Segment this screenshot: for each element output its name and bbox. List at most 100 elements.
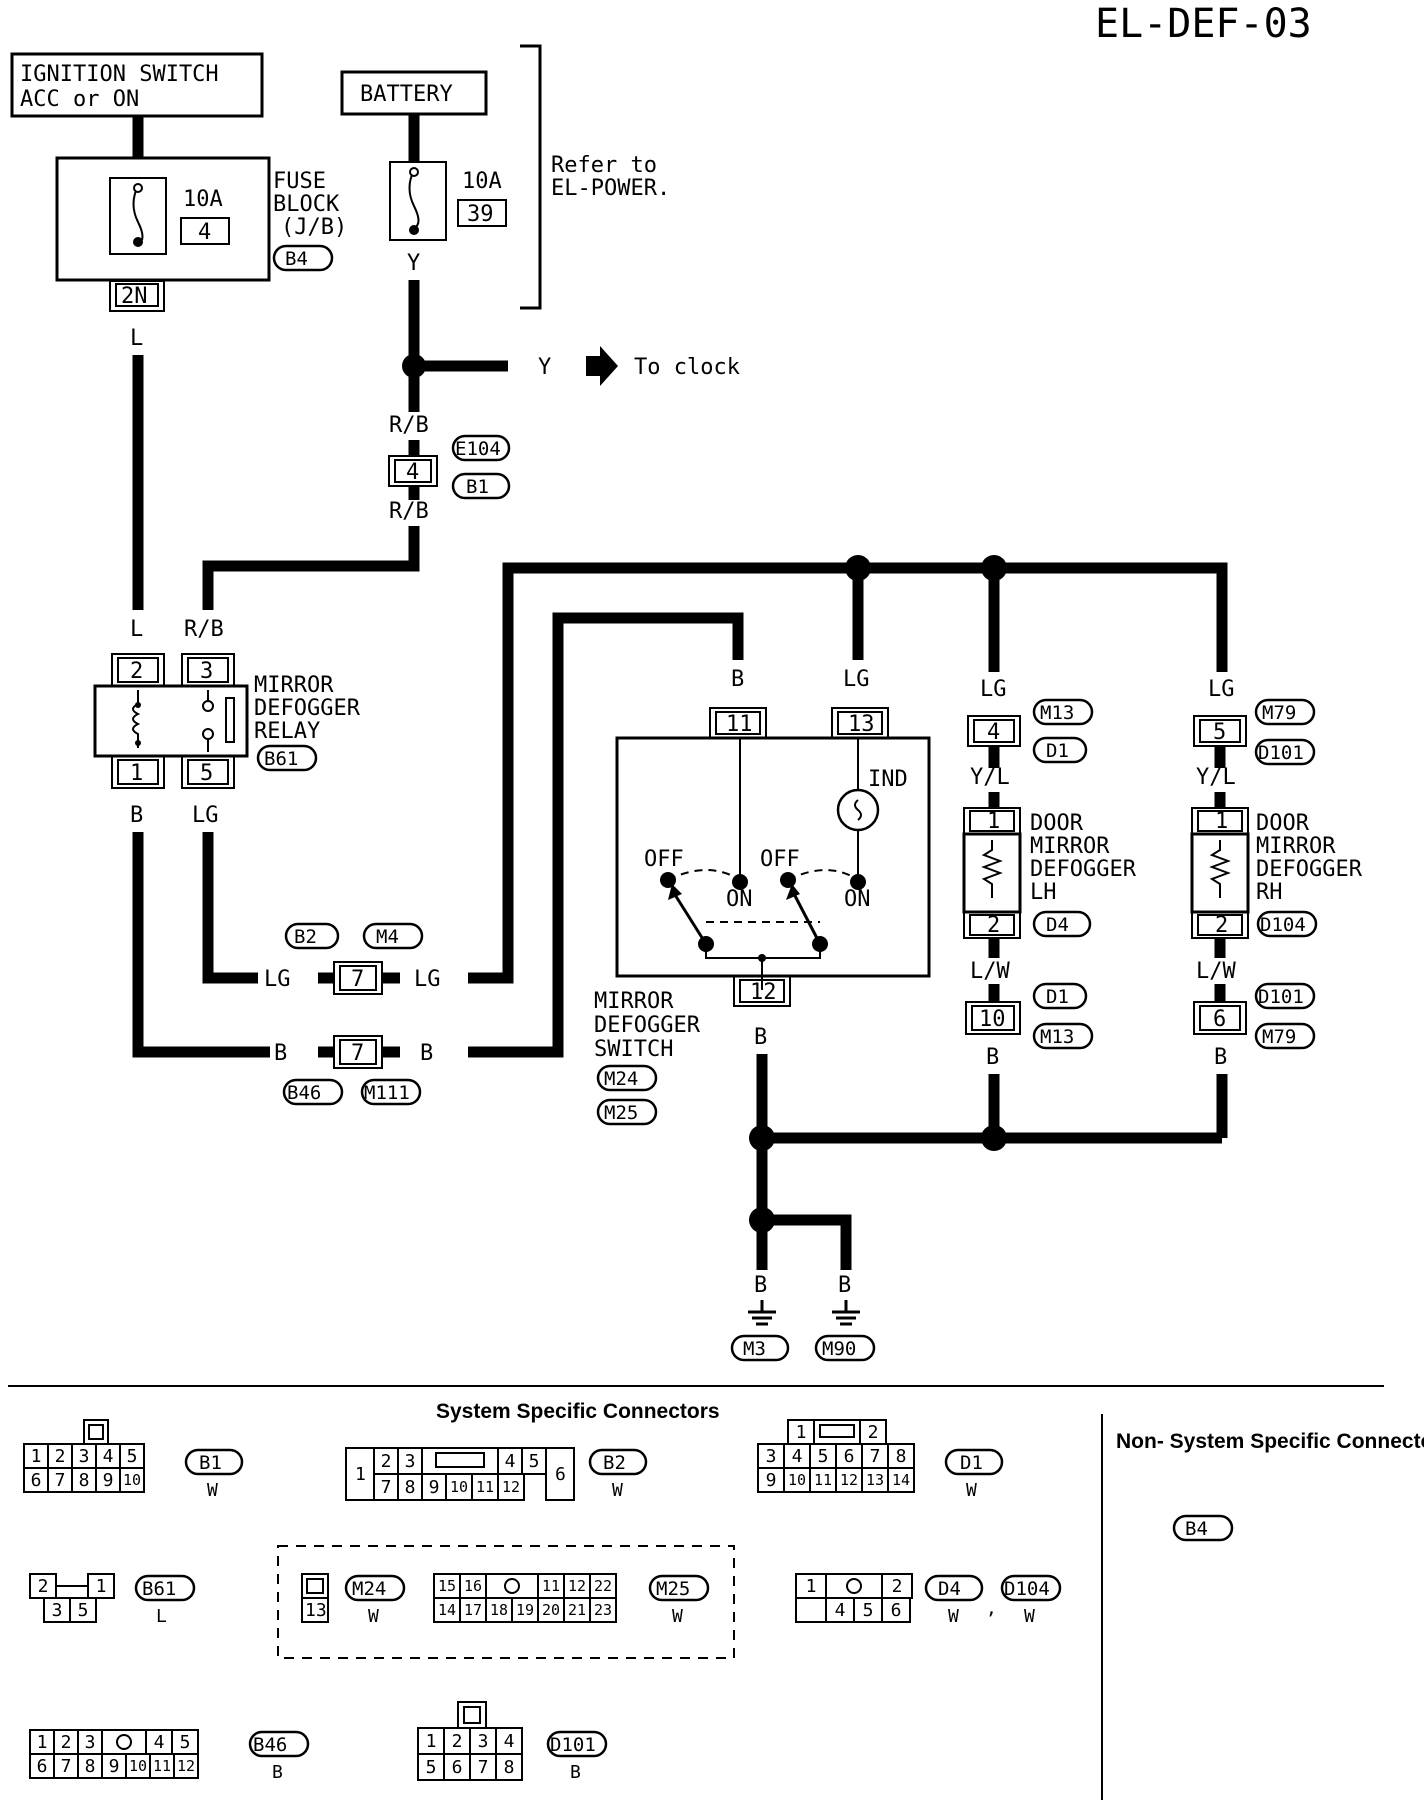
conn-ref-m24: M24 bbox=[596, 1064, 658, 1092]
connector-pin-label: 8 bbox=[504, 1757, 515, 1778]
switch-wire-b: B bbox=[731, 667, 744, 692]
connector-pin bbox=[397, 1473, 423, 1501]
connector-pin bbox=[23, 1467, 49, 1493]
svg-text:W: W bbox=[368, 1606, 379, 1627]
connector-pin-label: 8 bbox=[405, 1477, 416, 1498]
fuse-block-label-3: (J/B) bbox=[281, 215, 347, 240]
connector-pin bbox=[511, 1597, 539, 1623]
fuse-block-label-2: BLOCK bbox=[273, 192, 340, 217]
svg-text:D101: D101 bbox=[1258, 742, 1304, 764]
connector-pin-label: 11 bbox=[542, 1577, 560, 1595]
connector-pin-label: 12 bbox=[177, 1757, 195, 1775]
wire-label-lg-left: LG bbox=[264, 967, 291, 992]
svg-text:W: W bbox=[672, 1606, 683, 1627]
joint-connector-m79-d101-top: 5 bbox=[1193, 715, 1247, 747]
connector-pin-label: 4 bbox=[792, 1446, 803, 1467]
wire-b-relay bbox=[132, 832, 270, 1058]
connector-pin-label: 6 bbox=[452, 1757, 463, 1778]
connector-pin-label: 1 bbox=[796, 1422, 807, 1443]
svg-text:,: , bbox=[986, 1598, 997, 1619]
connector-pin-label: 14 bbox=[892, 1471, 910, 1489]
svg-text:M79: M79 bbox=[1262, 1026, 1296, 1048]
connector-pin bbox=[373, 1473, 399, 1501]
mirror-defogger-relay: 2 3 1 5 bbox=[93, 653, 249, 789]
connector-pin bbox=[459, 1597, 487, 1623]
connector-pin-label: 5 bbox=[818, 1446, 829, 1467]
connector-lock bbox=[504, 1578, 520, 1594]
svg-text:11: 11 bbox=[726, 712, 753, 737]
connector-pin bbox=[853, 1597, 883, 1623]
svg-text:IND: IND bbox=[868, 767, 908, 792]
joint-connector-b2-m4: 7 bbox=[333, 961, 383, 995]
lh-label-4: LH bbox=[1030, 880, 1057, 905]
connector-pin-label: 4 bbox=[504, 1731, 515, 1752]
ground-wire-b-2: B bbox=[838, 1273, 851, 1298]
connector-pin-label: 11 bbox=[476, 1478, 494, 1496]
non-system-connectors-title: Non- System Specific Connectors bbox=[1116, 1430, 1424, 1453]
svg-text:B2: B2 bbox=[603, 1452, 626, 1474]
connector-key bbox=[819, 1424, 855, 1438]
svg-text:B1: B1 bbox=[466, 476, 489, 498]
switch-label-1: MIRROR bbox=[594, 989, 674, 1014]
conn-ref-b1: B1 bbox=[451, 472, 511, 500]
svg-text:10: 10 bbox=[979, 1007, 1006, 1032]
relay-wire-l: L bbox=[130, 617, 143, 642]
connector-pin-label: 6 bbox=[31, 1470, 42, 1491]
m24-m25-group bbox=[277, 1545, 735, 1659]
connector-m24: 13 M24 W bbox=[301, 1573, 406, 1627]
connector-pin bbox=[795, 1597, 827, 1623]
svg-text:2: 2 bbox=[130, 659, 143, 684]
connector-pin-label: 3 bbox=[52, 1600, 63, 1621]
svg-text:1: 1 bbox=[130, 761, 143, 786]
svg-text:12: 12 bbox=[750, 980, 777, 1005]
connector-pin-label: 3 bbox=[85, 1732, 96, 1753]
connector-pin-label: 14 bbox=[438, 1601, 456, 1619]
conn-ref-e104: E104 bbox=[451, 434, 511, 462]
conn-ref-b4-non-system: B4 bbox=[1172, 1514, 1234, 1542]
wire-label-y-top: Y bbox=[407, 251, 420, 276]
svg-text:B4: B4 bbox=[1185, 1518, 1208, 1540]
svg-text:M25: M25 bbox=[656, 1578, 690, 1600]
connector-pin-label: 17 bbox=[464, 1601, 482, 1619]
svg-text:W: W bbox=[1024, 1606, 1035, 1627]
page-id: EL-DEF-03 bbox=[1095, 1, 1312, 47]
svg-text:1: 1 bbox=[1215, 809, 1228, 834]
svg-text:B: B bbox=[570, 1762, 581, 1783]
connector-pin bbox=[497, 1447, 523, 1475]
svg-text:D1: D1 bbox=[1046, 986, 1069, 1008]
ground-icon bbox=[748, 1310, 776, 1326]
connector-pin-label: 11 bbox=[153, 1757, 171, 1775]
ignition-switch-box: IGNITION SWITCH ACC or ON bbox=[10, 52, 264, 118]
connector-pin-label: 7 bbox=[61, 1756, 72, 1777]
battery-box: BATTERY bbox=[340, 70, 488, 116]
svg-text:M24: M24 bbox=[604, 1068, 638, 1090]
fuse2-number: 39 bbox=[467, 202, 494, 227]
svg-text:D101: D101 bbox=[1258, 986, 1304, 1008]
refer-label-1: Refer to bbox=[551, 153, 657, 178]
connector-pin bbox=[173, 1753, 199, 1779]
rh-label-2: MIRROR bbox=[1256, 834, 1336, 859]
connector-pin bbox=[537, 1597, 565, 1623]
wire-label-l-top: L bbox=[130, 326, 143, 351]
connector-pin-label: 2 bbox=[55, 1446, 66, 1467]
svg-text:6: 6 bbox=[555, 1464, 566, 1485]
connector-pin-label: 15 bbox=[438, 1577, 456, 1595]
svg-text:D104: D104 bbox=[1004, 1578, 1050, 1600]
connector-pin-label: 2 bbox=[381, 1451, 392, 1472]
connector-pin-label: 5 bbox=[78, 1600, 89, 1621]
connector-pin-label: 16 bbox=[464, 1577, 482, 1595]
svg-text:B61: B61 bbox=[264, 748, 298, 770]
connector-pin-label: 6 bbox=[37, 1756, 48, 1777]
svg-text:D1: D1 bbox=[960, 1452, 983, 1474]
connector-pin-label: 10 bbox=[450, 1478, 468, 1496]
fuse-block-label-1: FUSE bbox=[273, 169, 326, 194]
connector-pin-label: 5 bbox=[863, 1600, 874, 1621]
svg-text:OFF: OFF bbox=[760, 847, 800, 872]
svg-text:E104: E104 bbox=[455, 438, 501, 460]
connector-pin bbox=[809, 1467, 837, 1493]
svg-text:3: 3 bbox=[200, 659, 213, 684]
switch-label-2: DEFOGGER bbox=[594, 1013, 701, 1038]
connector-pin bbox=[149, 1753, 175, 1779]
